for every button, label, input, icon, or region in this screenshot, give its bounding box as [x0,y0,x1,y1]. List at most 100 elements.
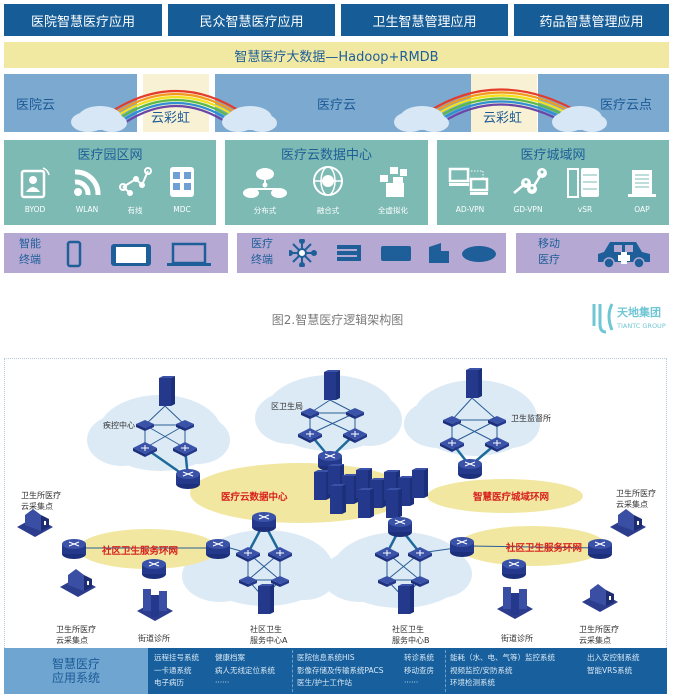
house-icon [17,509,53,537]
mdc-label: MDC [173,205,191,214]
medical-terminal-label-line1: 医疗 [251,237,273,250]
mobile-medical-label-line1: 移动 [538,237,560,250]
collection-point-line1: 卫生所医疗 [56,625,96,634]
campus-network-block: 医疗园区网 BYOD WLAN 有线 MDC [4,140,216,225]
system-item: 能耗（水、电、气等）监控系统 [450,653,555,662]
mdc-item: MDC [154,165,210,214]
system-item: 一卡通系统 [154,665,192,675]
virtualization-icon [380,167,407,197]
converged-item: 融合式 [300,165,356,216]
distributed-cloud-icon [243,168,287,198]
mdc-cube-icon [170,167,194,197]
system-item: 智能VRS系统 [587,665,633,675]
systems-col-6: 出入安控制系统 智能VRS系统 [587,652,640,677]
collection-point-line2: 云采集点 [616,500,648,509]
oap-label: OAP [634,205,650,214]
column-divider [292,650,293,692]
router-icon [587,538,613,560]
wired-label: 有线 [127,206,143,215]
gdvpn-item: GD-VPN [500,165,556,214]
smart-terminal-block: 智能 终端 [4,233,228,273]
systems-col-5: 能耗（水、电、气等）监控系统 视频监控/安防系统 环境检测系统 [450,652,555,690]
collection-point-line2: 云采集点 [21,502,53,511]
ambulance-icon [598,242,650,269]
collection-point-line1: 卫生所医疗 [21,491,61,500]
converged-globe-icon [313,166,343,196]
cloud-icon [222,106,277,132]
advpn-item: AD-VPN [442,165,498,214]
medical-terminal-block: 医疗 终端 [237,233,506,273]
building-icon [429,243,449,263]
center-b-cloud [322,532,472,608]
mobile-medical-label: 移动 医疗 [538,236,560,268]
medical-cloud-label: 医疗云 [317,98,357,113]
hospital-cloud-block: 医院云 [4,74,137,132]
cloud-icon [394,106,449,132]
advpn-label: AD-VPN [455,205,485,214]
clinic-left-label: 街道诊所 [138,634,170,643]
cloud-point-label: 医疗云点 [600,98,653,113]
datacenter-servers [314,464,428,518]
datacenter-ring-label: 医疗云数据中心 [221,492,288,503]
community-ring-right-label: 社区卫生服务环网 [506,543,583,554]
application-systems-title-line2: 应用系统 [51,671,100,685]
system-item: 电子病历 [154,678,184,687]
cloud-icons [71,106,607,132]
metro-ring-label: 智慧医疗城域环网 [473,492,550,503]
mobile-medical-label-line2: 医疗 [538,253,560,266]
app-health-management: 卫生智慧管理应用 [341,4,508,36]
smart-terminal-icons [66,240,211,268]
cloud-icon [71,106,127,132]
router-icon [61,538,87,560]
router-icon [205,538,231,560]
clinic-right-label: 街道诊所 [501,634,533,643]
system-item: 转诊系统 [404,653,434,662]
switch-icon [337,245,361,261]
router-icon [387,516,413,538]
server-icon [258,584,274,614]
cloud-datacenter-block: 医疗云数据中心 分布式 融合式 全虚拟化 [225,140,428,225]
house-icon [60,569,96,597]
medical-terminal-label-line2: 终端 [251,253,273,266]
vsr-label: vSR [577,205,593,214]
buildings-icon [137,589,173,621]
cdc-label: 疾控中心 [103,421,135,430]
medical-terminal-label: 医疗 终端 [251,236,273,268]
systems-col-4: 转诊系统 移动查房 ······ [404,652,434,690]
rainbow-right-label: 云彩虹 [483,111,523,126]
application-systems-title: 智慧医疗 应用系统 [4,648,148,694]
laptop-icon [167,242,211,266]
wired-network-icon [119,167,152,196]
collection-point-line1: 卫生所医疗 [579,625,619,634]
supervision-label: 卫生监督所 [511,414,551,423]
computers-vpn-icon [448,167,489,195]
network-diagram [17,368,646,621]
figure-caption: 图2.智慧医疗逻辑架构图 [271,313,404,327]
supervision-cloud [404,380,540,456]
network-diagram-frame [4,358,667,648]
app-hospital: 医院智慧医疗应用 [4,4,162,36]
gdvpn-label: GD-VPN [513,205,543,214]
community-ring-left [78,529,218,569]
systems-col-1: 远程挂号系统 一卡通系统 电子病历 [154,652,199,690]
system-item: 视频监控/安防系统 [450,665,513,675]
collection-point-line2: 云采集点 [579,636,611,645]
application-systems-title-line1: 智慧医疗 [51,657,100,671]
bigdata-label: 智慧医疗大数据—Hadoop+RMDB [234,49,439,65]
rainbow-left-icon [107,90,245,125]
house-icon [582,584,618,612]
collection-point-label-tr: 卫生所医疗 云采集点 [616,488,656,510]
medical-terminal-icons [289,239,496,267]
collection-point-label-bl: 卫生所医疗 云采集点 [56,624,96,646]
systems-col-2: 健康档案 病人无线定位系统 ······ [215,652,275,690]
router-icon [141,558,167,580]
metro-network-title: 医疗城域网 [520,148,586,163]
system-item: 移动查房 [404,665,434,675]
server-icon [159,376,175,406]
systems-col-3: 医院信息系统HIS 影像存储及传输系统PACS 医生/护士工作站 [297,652,384,690]
cloud-icon [552,106,607,132]
server-icon [398,584,414,614]
user-network-icon [513,168,547,194]
hub-icon [289,239,317,267]
campus-network-title: 医疗园区网 [77,148,143,163]
